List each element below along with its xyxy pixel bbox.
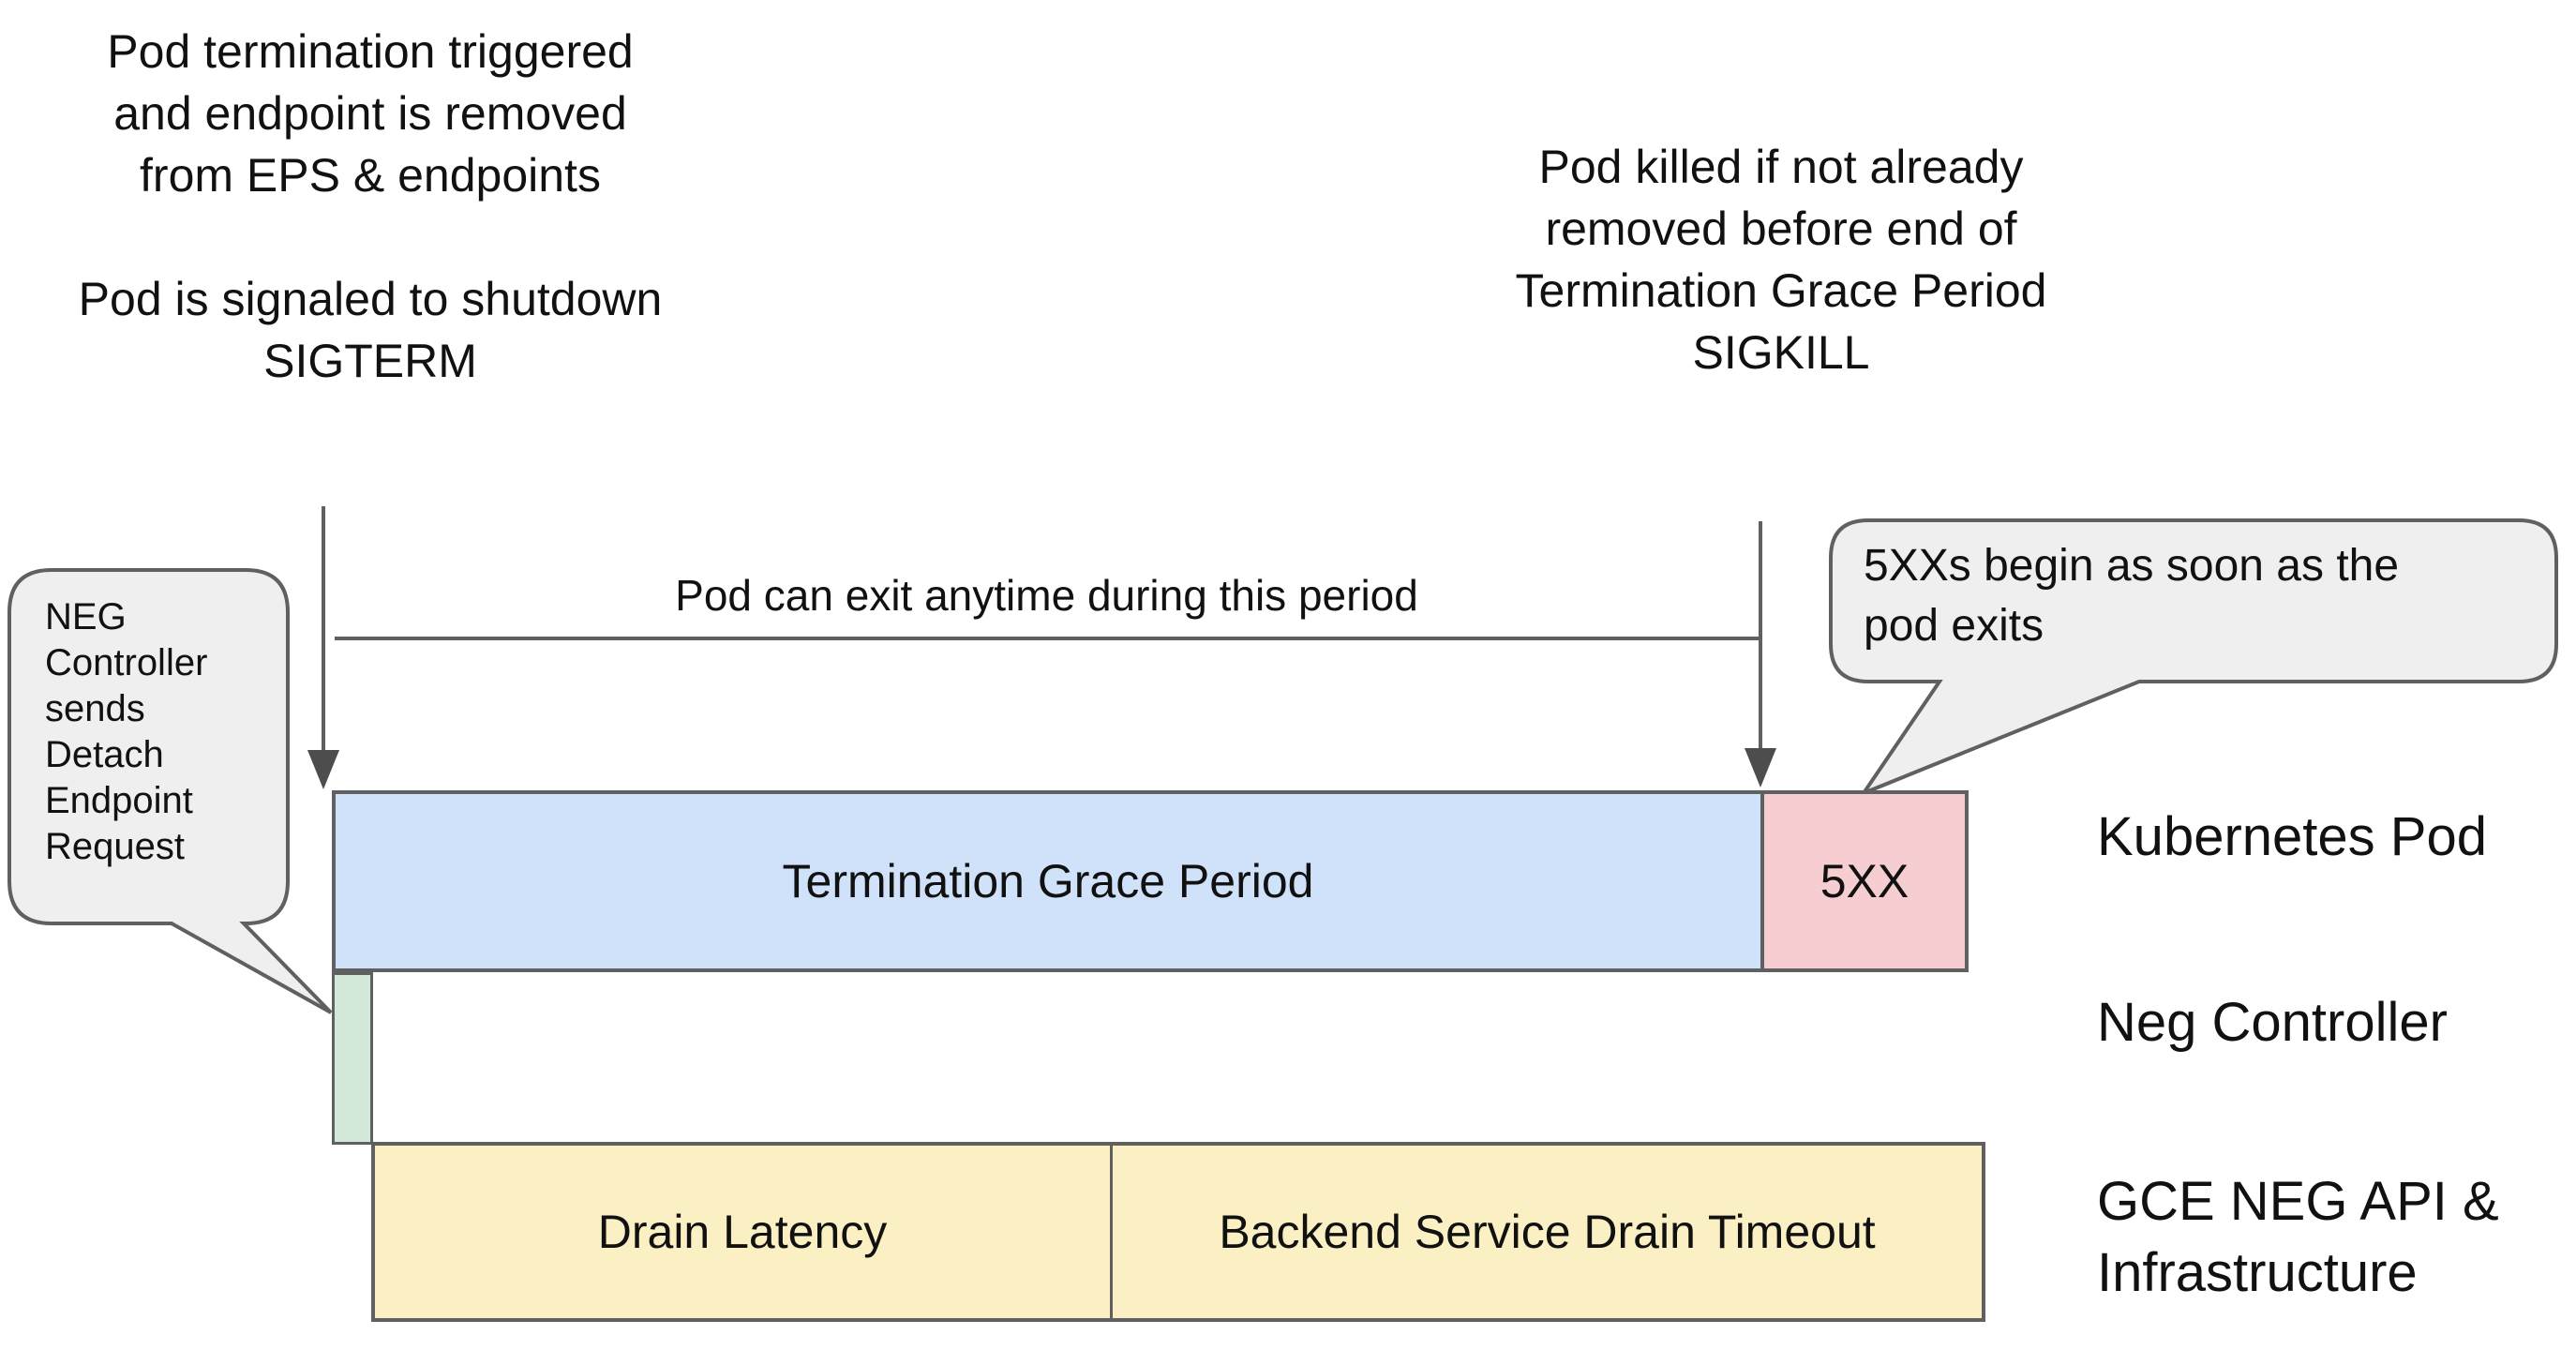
bubble-line: NEG (45, 596, 127, 638)
sigkill-note: Pod killed if not already removed before… (1458, 136, 2104, 383)
row-label-gce-line1: GCE NEG API & (2097, 1171, 2499, 1232)
five-xx-bubble-shape (1829, 518, 2558, 798)
sigkill-note-paragraph: Pod killed if not already removed before… (1458, 136, 2104, 383)
drain-latency-label: Drain Latency (597, 1206, 888, 1258)
termination-grace-period-label: Termination Grace Period (782, 855, 1314, 908)
bubble-line: Detach (45, 734, 164, 775)
exit-period-label: Pod can exit anytime during this period (675, 571, 1418, 620)
row-label-neg-controller: Neg Controller (2097, 992, 2448, 1053)
note-line: Pod killed if not already (1538, 141, 2024, 193)
sigkill-arrow-head-icon (1745, 748, 1776, 788)
note-line: Pod termination triggered (107, 25, 634, 78)
bubble-line: 5XXs begin as soon as the (1864, 541, 2400, 591)
note-line: removed before end of (1545, 202, 2017, 255)
row-label-kubernetes-pod: Kubernetes Pod (2097, 806, 2487, 867)
note-line: from EPS & endpoints (140, 149, 601, 202)
neg-controller-bubble-shape (7, 568, 333, 1014)
backend-drain-timeout-label: Backend Service Drain Timeout (1219, 1206, 1876, 1258)
five-xx-bubble-text: 5XXs begin as soon as the pod exits (1864, 536, 2539, 656)
termination-note: Pod termination triggered and endpoint i… (42, 21, 698, 392)
bubble-line: Controller (45, 642, 208, 683)
neg-controller-bubble-text: NEG Controller sends Detach Endpoint Req… (45, 594, 279, 870)
note-line: SIGKILL (1692, 326, 1870, 379)
bubble-line: sends (45, 688, 145, 729)
sigterm-arrow-head-icon (307, 750, 339, 789)
kubernetes-pod-timeline-bar: Termination Grace Period 5XX (332, 790, 1969, 972)
termination-note-paragraph: Pod termination triggered and endpoint i… (42, 21, 698, 206)
gce-timeline-bar: Drain Latency Backend Service Drain Time… (371, 1142, 1985, 1322)
drain-latency-segment: Drain Latency (375, 1146, 1110, 1318)
termination-grace-period-segment: Termination Grace Period (336, 794, 1760, 968)
note-line: Pod is signaled to shutdown (78, 273, 663, 325)
bubble-line: Request (45, 826, 185, 867)
five-xx-label: 5XX (1820, 855, 1910, 908)
note-line: Termination Grace Period (1515, 264, 2047, 317)
five-xx-segment: 5XX (1760, 794, 1965, 968)
backend-drain-timeout-segment: Backend Service Drain Timeout (1110, 1146, 1982, 1318)
bubble-line: pod exits (1864, 601, 2044, 651)
row-label-gce: GCE NEG API & Infrastructure (2097, 1166, 2566, 1309)
row-label-gce-line2: Infrastructure (2097, 1242, 2418, 1303)
bubble-line: Endpoint (45, 780, 193, 821)
note-line: and endpoint is removed (113, 87, 627, 140)
note-line: SIGTERM (263, 335, 477, 387)
sigterm-note-paragraph: Pod is signaled to shutdown SIGTERM (42, 268, 698, 392)
neg-controller-detach-strip (332, 972, 373, 1145)
